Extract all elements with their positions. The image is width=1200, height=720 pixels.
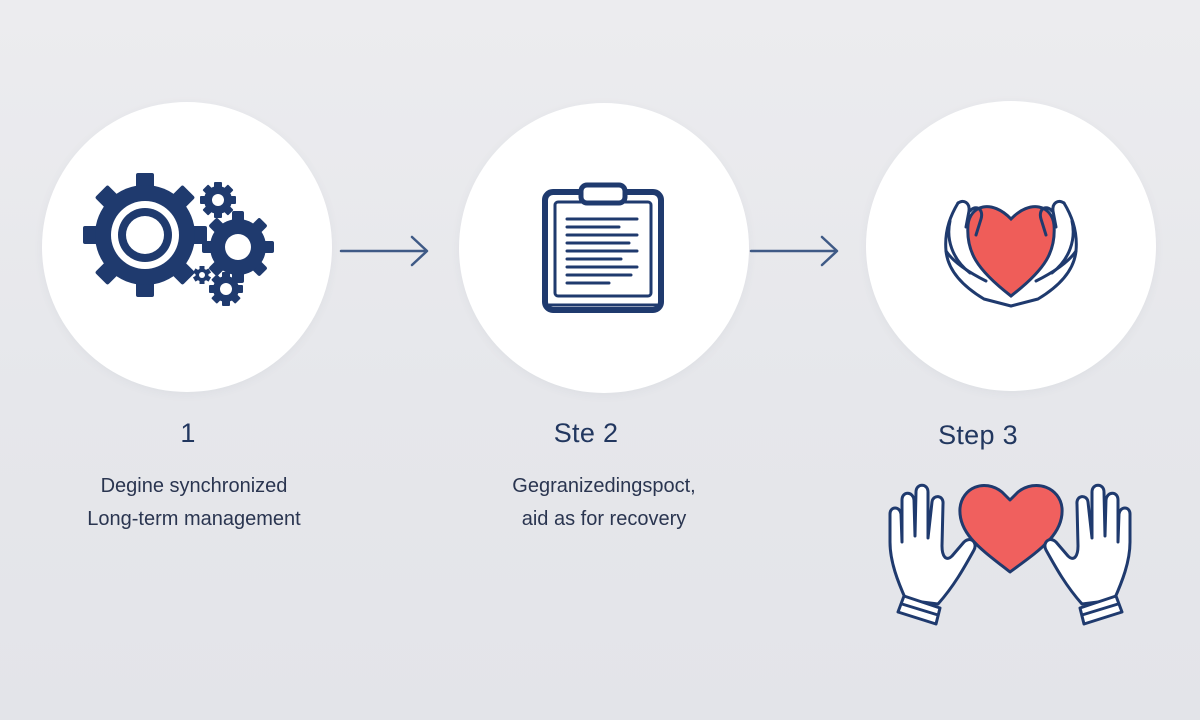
step-1-description-line: Long-term management xyxy=(87,508,301,530)
step-2-description-line: aid as for recovery xyxy=(521,508,687,530)
step-1-title: 1 xyxy=(180,418,196,448)
hands-heart-icon xyxy=(944,199,1078,308)
gears-icon xyxy=(83,173,274,306)
step-2-description: Gegranizedingspoct, aid as for recovery xyxy=(424,470,784,536)
step-1-description: Degine synchronized Long-term management xyxy=(14,470,374,536)
hands-heart-illustration xyxy=(888,483,1132,626)
step-1-circle xyxy=(42,102,332,392)
clipboard-icon xyxy=(542,182,664,313)
step-2-circle xyxy=(459,103,749,393)
step-2-description-line: Gegranizedingspoct, xyxy=(512,475,696,497)
arrow-right-icon xyxy=(749,235,839,267)
step-3-circle xyxy=(866,101,1156,391)
step-1-description-line: Degine synchronized xyxy=(100,475,288,497)
arrow-right-icon xyxy=(339,235,429,267)
step-3-title: Step 3 xyxy=(938,420,1018,450)
step-2-title: Ste 2 xyxy=(553,418,619,448)
